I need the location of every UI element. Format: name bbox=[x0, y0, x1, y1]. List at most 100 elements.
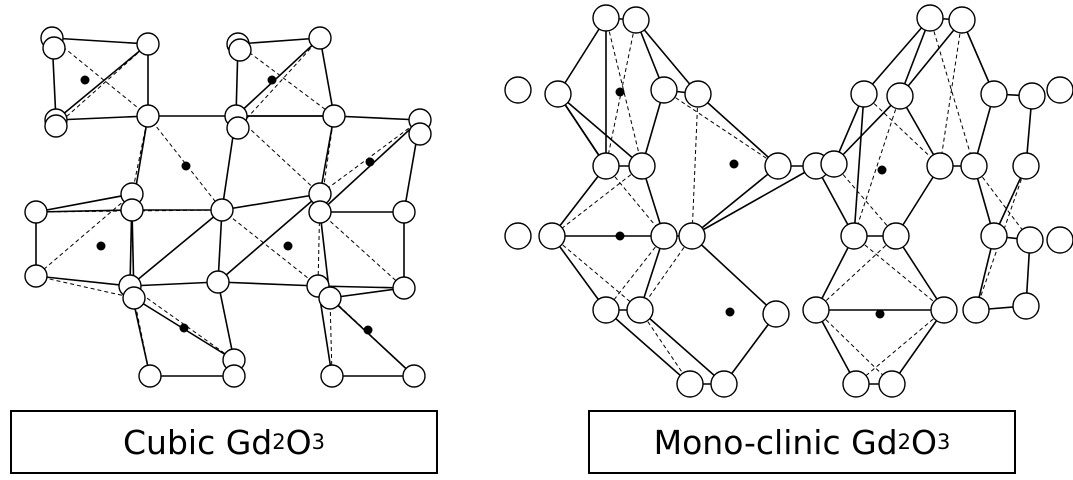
monoclinic-bond bbox=[639, 309, 725, 385]
cubic-oxygen-atom bbox=[24, 200, 48, 224]
monoclinic-bond bbox=[833, 95, 901, 165]
monoclinic-gd-atom bbox=[725, 307, 735, 317]
cubic-gd-atom bbox=[283, 241, 293, 251]
monoclinic-dashed-bond bbox=[551, 235, 641, 311]
monoclinic-bond bbox=[557, 93, 643, 167]
cubic-bond bbox=[329, 287, 405, 299]
cubic-bond bbox=[221, 193, 321, 211]
monoclinic-oxygen-atom bbox=[592, 4, 620, 32]
cubic-oxygen-atom bbox=[122, 286, 146, 310]
cubic-oxygen-atom bbox=[322, 104, 346, 128]
monoclinic-dashed-bond bbox=[853, 95, 901, 237]
cubic-bond bbox=[55, 115, 149, 121]
cubic-bond bbox=[319, 115, 335, 195]
cubic-gd-atom bbox=[267, 75, 277, 85]
cubic-dashed-bond bbox=[237, 37, 321, 129]
monoclinic-bond bbox=[691, 165, 817, 237]
monoclinic-dashed-bond bbox=[605, 235, 665, 311]
monoclinic-bond bbox=[863, 17, 931, 95]
cubic-bond bbox=[237, 37, 321, 45]
cubic-oxygen-atom bbox=[228, 38, 252, 62]
monoclinic-structure bbox=[504, 4, 1073, 398]
monoclinic-bond bbox=[557, 17, 607, 95]
cubic-bond bbox=[217, 281, 235, 361]
cubic-oxygen-atom bbox=[320, 364, 344, 388]
monoclinic-dashed-bond bbox=[833, 163, 897, 237]
cubic-bond bbox=[129, 281, 219, 287]
monoclinic-oxygen-atom bbox=[650, 222, 678, 250]
monoclinic-oxygen-atom bbox=[504, 222, 532, 250]
cubic-oxygen-atom bbox=[44, 114, 68, 138]
cubic-oxygen-atom bbox=[136, 32, 160, 56]
monoclinic-bond bbox=[895, 235, 945, 311]
cubic-gd-atom bbox=[179, 323, 189, 333]
cubic-dashed-bond bbox=[131, 115, 149, 195]
cubic-oxygen-atom bbox=[392, 200, 416, 224]
monoclinic-oxygen-atom bbox=[842, 370, 870, 398]
monoclinic-dashed-bond bbox=[855, 309, 945, 385]
cubic-gd-atom bbox=[96, 241, 106, 251]
monoclinic-oxygen-atom bbox=[930, 296, 958, 324]
cubic-oxygen-atom bbox=[308, 200, 332, 224]
cubic-dashed-bond bbox=[35, 275, 135, 299]
monoclinic-bond bbox=[891, 309, 945, 385]
monoclinic-oxygen-atom bbox=[820, 150, 848, 178]
cubic-oxygen-atom bbox=[408, 122, 432, 146]
monoclinic-dashed-bond bbox=[639, 309, 691, 385]
monoclinic-label-pre: Mono-clinic Gd bbox=[653, 422, 898, 462]
monoclinic-bond bbox=[691, 165, 779, 237]
cubic-bond bbox=[217, 209, 223, 283]
monoclinic-oxygen-atom bbox=[962, 296, 990, 324]
monoclinic-bond bbox=[697, 93, 779, 167]
monoclinic-oxygen-atom bbox=[840, 222, 868, 250]
monoclinic-oxygen-atom bbox=[1018, 82, 1046, 110]
cubic-oxygen-atom bbox=[120, 198, 144, 222]
monoclinic-oxygen-atom bbox=[1012, 152, 1040, 180]
monoclinic-oxygen-atom bbox=[592, 296, 620, 324]
cubic-dashed-bond bbox=[129, 285, 235, 361]
monoclinic-dashed-bond bbox=[639, 235, 693, 311]
cubic-bond bbox=[55, 43, 149, 121]
monoclinic-oxygen-atom bbox=[676, 370, 704, 398]
monoclinic-oxygen-atom bbox=[1046, 76, 1073, 104]
cubic-bond bbox=[35, 209, 133, 213]
monoclinic-gd-atom bbox=[615, 231, 625, 241]
cubic-label-mid: O bbox=[285, 422, 312, 462]
monoclinic-bond bbox=[557, 93, 607, 167]
cubic-dashed-bond bbox=[329, 297, 333, 377]
monoclinic-bond bbox=[899, 19, 963, 97]
monoclinic-oxygen-atom bbox=[802, 296, 830, 324]
monoclinic-dashed-bond bbox=[663, 89, 779, 167]
monoclinic-bond bbox=[853, 93, 865, 237]
cubic-label-pre: Cubic Gd bbox=[123, 422, 273, 462]
monoclinic-bond bbox=[815, 309, 857, 385]
cubic-oxygen-atom bbox=[392, 276, 416, 300]
cubic-bond bbox=[51, 37, 149, 45]
monoclinic-dashed-bond bbox=[605, 17, 643, 167]
monoclinic-oxygen-atom bbox=[1012, 292, 1040, 320]
cubic-dashed-bond bbox=[51, 37, 149, 117]
monoclinic-oxygen-atom bbox=[504, 76, 532, 104]
cubic-bond bbox=[235, 37, 321, 117]
monoclinic-gd-atom bbox=[615, 87, 625, 97]
monoclinic-bond bbox=[605, 309, 691, 385]
monoclinic-dashed-bond bbox=[605, 19, 637, 167]
cubic-bond bbox=[217, 281, 319, 287]
monoclinic-bond bbox=[691, 235, 777, 315]
cubic-oxygen-atom bbox=[308, 26, 332, 50]
cubic-dashed-bond bbox=[35, 193, 133, 277]
cubic-bond bbox=[35, 275, 131, 287]
cubic-oxygen-atom bbox=[402, 364, 426, 388]
monoclinic-dashed-bond bbox=[929, 17, 975, 167]
cubic-structure bbox=[24, 26, 432, 388]
monoclinic-oxygen-atom bbox=[626, 296, 654, 324]
monoclinic-gd-atom bbox=[875, 309, 885, 319]
cubic-oxygen-atom bbox=[226, 116, 250, 140]
monoclinic-dashed-bond bbox=[863, 93, 941, 167]
monoclinic-oxygen-atom bbox=[886, 82, 914, 110]
monoclinic-oxygen-atom bbox=[980, 80, 1008, 108]
monoclinic-oxygen-atom bbox=[850, 80, 878, 108]
